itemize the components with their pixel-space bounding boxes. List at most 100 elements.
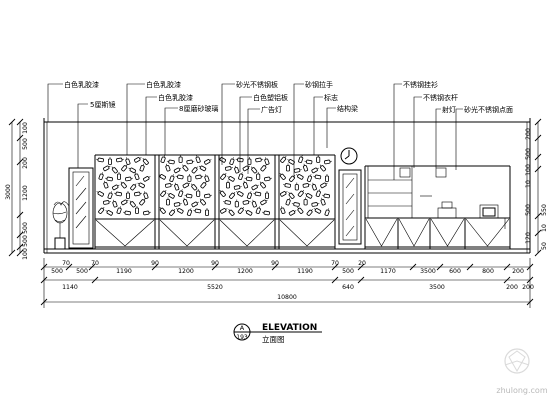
glass-motif-neck bbox=[252, 199, 254, 202]
glass-motif bbox=[120, 181, 127, 189]
glass-motif-body bbox=[288, 210, 296, 216]
glass-motif bbox=[165, 163, 171, 172]
glass-motif-body bbox=[165, 183, 172, 188]
glass-motif bbox=[116, 206, 122, 215]
glass-motif-body bbox=[285, 165, 291, 172]
glass-motif bbox=[116, 172, 122, 180]
glass-motif bbox=[143, 191, 149, 200]
glass-motif bbox=[311, 182, 317, 191]
glass-motif-neck bbox=[128, 167, 131, 170]
glass-motif-body bbox=[237, 191, 244, 197]
glass-motif-neck bbox=[179, 167, 182, 170]
glass-motif bbox=[225, 180, 231, 189]
glass-motif-body bbox=[182, 199, 189, 206]
note-2: 5厘斯镜 bbox=[90, 100, 115, 109]
glass-motif-neck bbox=[233, 191, 236, 194]
glass-motif bbox=[178, 189, 184, 198]
glass-motif-neck bbox=[241, 172, 243, 175]
glass-motif-neck bbox=[134, 183, 137, 186]
glass-motif-body bbox=[120, 182, 127, 189]
glass-motif bbox=[103, 200, 111, 205]
glass-motif-neck bbox=[242, 206, 245, 209]
glass-motif bbox=[96, 191, 104, 197]
glass-motif-body bbox=[169, 175, 175, 183]
glass-motif-body bbox=[224, 200, 231, 205]
glass-motif bbox=[288, 174, 296, 182]
glass-motif-body bbox=[314, 208, 322, 214]
dim-90-b: 90 bbox=[211, 260, 219, 267]
glass-motif bbox=[280, 155, 287, 163]
glass-motif-body bbox=[160, 156, 166, 164]
glass-motif-neck bbox=[110, 191, 112, 194]
glass-motif bbox=[160, 155, 166, 164]
glass-motif bbox=[304, 193, 313, 199]
glass-motif-neck bbox=[164, 189, 167, 192]
glass-motif-body bbox=[134, 191, 141, 197]
glass-motif bbox=[256, 172, 261, 180]
glass-motif-neck bbox=[288, 197, 290, 200]
dim-1200-b: 1200 bbox=[237, 268, 253, 275]
glass-motif-body bbox=[234, 201, 239, 208]
door-cross bbox=[159, 219, 215, 247]
glass-motif-neck bbox=[297, 206, 299, 209]
note-leaders bbox=[47, 83, 463, 180]
glass-motif bbox=[228, 208, 235, 216]
glass-motif-body bbox=[168, 193, 175, 199]
glass-motif bbox=[280, 206, 286, 215]
dim-70-c: 70 bbox=[331, 260, 339, 267]
glass-motif-neck bbox=[256, 184, 259, 187]
glass-motif bbox=[125, 157, 131, 166]
glass-motif-body bbox=[255, 207, 261, 215]
glass-motif-body bbox=[237, 157, 244, 163]
glass-motif-neck bbox=[125, 164, 128, 167]
glass-motif-body bbox=[256, 173, 261, 180]
glass-motif bbox=[322, 193, 330, 199]
glass-motif-body bbox=[204, 175, 210, 183]
glass-motif-body bbox=[242, 200, 250, 205]
glass-motif bbox=[315, 189, 321, 198]
glass-motif bbox=[234, 165, 240, 174]
glass-motif-neck bbox=[108, 165, 111, 168]
glass-motif-body bbox=[260, 199, 267, 206]
counter-shelving bbox=[364, 165, 511, 249]
glass-motif-neck bbox=[265, 157, 267, 160]
glass-motif-neck bbox=[196, 166, 198, 169]
left-dim-1: 100 bbox=[22, 122, 29, 134]
glass-motif bbox=[324, 159, 332, 165]
glass-motif-body bbox=[191, 167, 198, 174]
glass-motif-body bbox=[196, 190, 201, 197]
glass-motif bbox=[234, 199, 239, 208]
door-cross bbox=[465, 218, 510, 247]
glass-motif-neck bbox=[281, 206, 283, 209]
glass-motif bbox=[193, 208, 202, 214]
glass-motif-body bbox=[195, 174, 202, 180]
door-cross bbox=[430, 218, 465, 247]
glass-motif-neck bbox=[311, 208, 313, 211]
glass-motif-body bbox=[143, 210, 150, 216]
dim-200-b: 200 bbox=[506, 284, 518, 291]
glass-motif bbox=[306, 208, 313, 216]
glass-motif-body bbox=[246, 192, 253, 200]
glass-motif-body bbox=[191, 184, 198, 191]
glass-motif bbox=[320, 197, 326, 206]
glass-motif-body bbox=[263, 210, 270, 216]
glass-motif-body bbox=[194, 208, 202, 214]
right-dim-3: 100 bbox=[525, 164, 532, 176]
glass-motif-body bbox=[229, 158, 235, 166]
dim-1170: 1170 bbox=[380, 268, 396, 275]
right-dim-1: 200 bbox=[525, 128, 532, 140]
glass-motif bbox=[204, 174, 210, 183]
frosted-glass-patterns bbox=[96, 155, 332, 217]
glass-motif-neck bbox=[312, 182, 314, 185]
left-total-dim: 3000 bbox=[5, 184, 12, 200]
glass-motif-neck bbox=[294, 210, 297, 212]
glass-motif bbox=[204, 208, 210, 216]
glass-motif bbox=[255, 157, 264, 163]
glass-motif bbox=[204, 193, 212, 199]
glass-motif-neck bbox=[120, 181, 123, 184]
glass-motif-neck bbox=[176, 208, 179, 210]
glass-motif-neck bbox=[243, 180, 245, 183]
glass-motif bbox=[186, 159, 195, 165]
note-7: 白色塑铝板 bbox=[253, 93, 288, 102]
